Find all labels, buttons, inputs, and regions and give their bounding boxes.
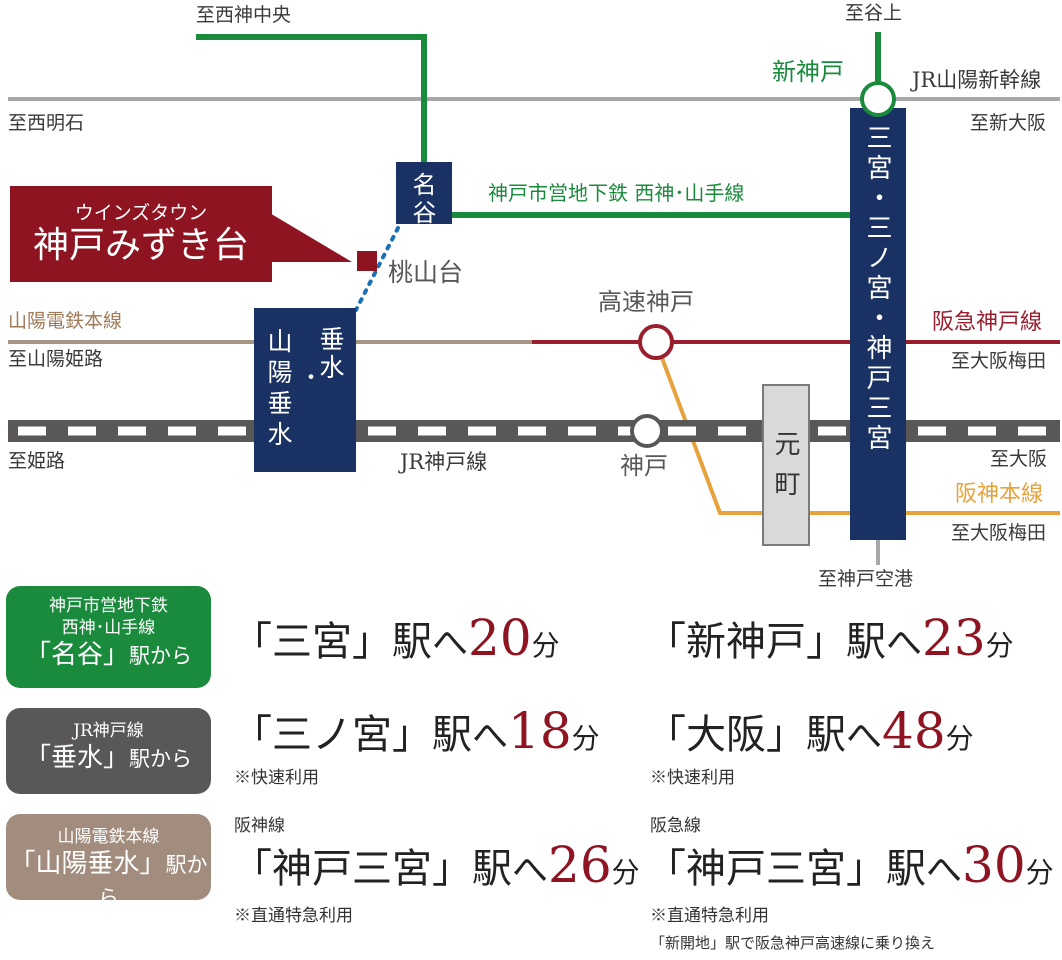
origin-line: JR神戸線 <box>73 721 144 741</box>
station-tarumi-name: 垂水 <box>316 326 345 382</box>
label-subway-line: 神戸市営地下鉄 西神･山手線 <box>488 181 745 205</box>
station-kosoku-kobe-marker <box>638 324 674 360</box>
result-kobe-sannomiya-hanshin: 「神戸三宮」駅へ26分 <box>232 836 640 894</box>
station-sanyo-tarumi-name: 山陽垂水 <box>264 328 293 452</box>
station-motomachi-name: 元町 <box>770 430 800 510</box>
origin-station: 「名谷」駅から <box>24 640 192 670</box>
note-transfer: 「新開地」駅で阪急神戸高速線に乗り換え <box>650 934 936 952</box>
note-direct-express-2: ※直通特急利用 <box>650 906 769 926</box>
result-sannomiya-jr: 「三ノ宮」駅へ18分 <box>232 702 600 760</box>
station-tarumi <box>254 308 356 472</box>
result-kobe-sannomiya-hankyu: 「神戸三宮」駅へ30分 <box>646 836 1054 894</box>
origin-line: 山陽電鉄本線 <box>57 827 160 847</box>
callout-pointer <box>268 212 352 262</box>
label-to-tanigami: 至谷上 <box>845 2 903 24</box>
note-rapid-1: ※快速利用 <box>234 768 319 788</box>
label-sanyo-line: 山陽電鉄本線 <box>8 310 123 332</box>
label-to-shin-osaka: 至新大阪 <box>970 112 1047 134</box>
label-to-sanyo-himeji: 至山陽姫路 <box>8 348 104 370</box>
station-kobe-marker <box>630 414 664 448</box>
origin-station: 「山陽垂水」駅から <box>9 849 208 910</box>
label-to-osaka-umeda-2: 至大阪梅田 <box>951 522 1047 544</box>
result-shin-kobe: 「新神戸」駅へ23分 <box>646 609 1014 667</box>
result-sannomiya: 「三宮」駅へ20分 <box>232 609 560 667</box>
callout-line1: ウインズタウン <box>74 202 208 224</box>
origin-line2: 西神･山手線 <box>61 618 156 638</box>
label-to-osaka-umeda-1: 至大阪梅田 <box>951 350 1047 372</box>
momoyamadai-marker <box>357 251 377 271</box>
route-origin-sanyo-tarumi: 山陽電鉄本線 「山陽垂水」駅から <box>6 814 211 910</box>
result-osaka: 「大阪」駅へ48分 <box>646 702 974 760</box>
station-myodani-name: 名谷 <box>408 172 436 228</box>
note-rapid-2: ※快速利用 <box>650 768 735 788</box>
subway-line <box>196 34 427 166</box>
label-shin-kobe: 新神戸 <box>772 58 844 86</box>
callout-box <box>10 186 272 282</box>
origin-station: 「垂水」駅から <box>24 743 192 773</box>
station-sannomiya-name: 三宮・三ノ宮・神戸三宮 <box>862 124 892 454</box>
hanshin-line <box>654 341 1060 515</box>
route-map <box>8 32 1060 565</box>
label-to-osaka: 至大阪 <box>990 448 1048 470</box>
station-sannomiya <box>850 108 906 540</box>
route-origin-tarumi: JR神戸線 「垂水」駅から <box>6 708 211 794</box>
origin-line: 神戸市営地下鉄 <box>49 596 168 616</box>
label-to-himeji: 至姫路 <box>8 450 66 472</box>
note-hankyu-line: 阪急線 <box>650 816 701 836</box>
label-to-kobe-airport: 至神戸空港 <box>818 568 914 590</box>
label-kobe: 神戸 <box>620 452 668 480</box>
label-momoyamadai: 桃山台 <box>388 258 464 287</box>
label-to-nishi-akashi: 至西明石 <box>8 112 85 134</box>
station-tarumi-separator: ・ <box>300 366 323 391</box>
station-motomachi <box>762 384 810 546</box>
station-shin-kobe-marker <box>860 81 896 117</box>
label-hanshin-line: 阪神本線 <box>955 482 1044 507</box>
note-hanshin-line: 阪神線 <box>234 816 285 836</box>
label-kosoku-kobe: 高速神戸 <box>598 288 694 316</box>
callout-line2: 神戸みずき台 <box>32 225 249 266</box>
note-direct-express-1: ※直通特急利用 <box>234 906 353 926</box>
label-shinkansen-line: JR山陽新幹線 <box>912 68 1042 92</box>
label-jr-kobe-line: JR神戸線 <box>400 450 488 474</box>
route-origin-myodani: 神戸市営地下鉄 西神･山手線 「名谷」駅から <box>6 586 211 688</box>
label-hankyu-line: 阪急神戸線 <box>932 310 1043 335</box>
station-myodani <box>396 162 452 224</box>
label-to-seishin-chuo: 至西神中央 <box>196 4 292 26</box>
